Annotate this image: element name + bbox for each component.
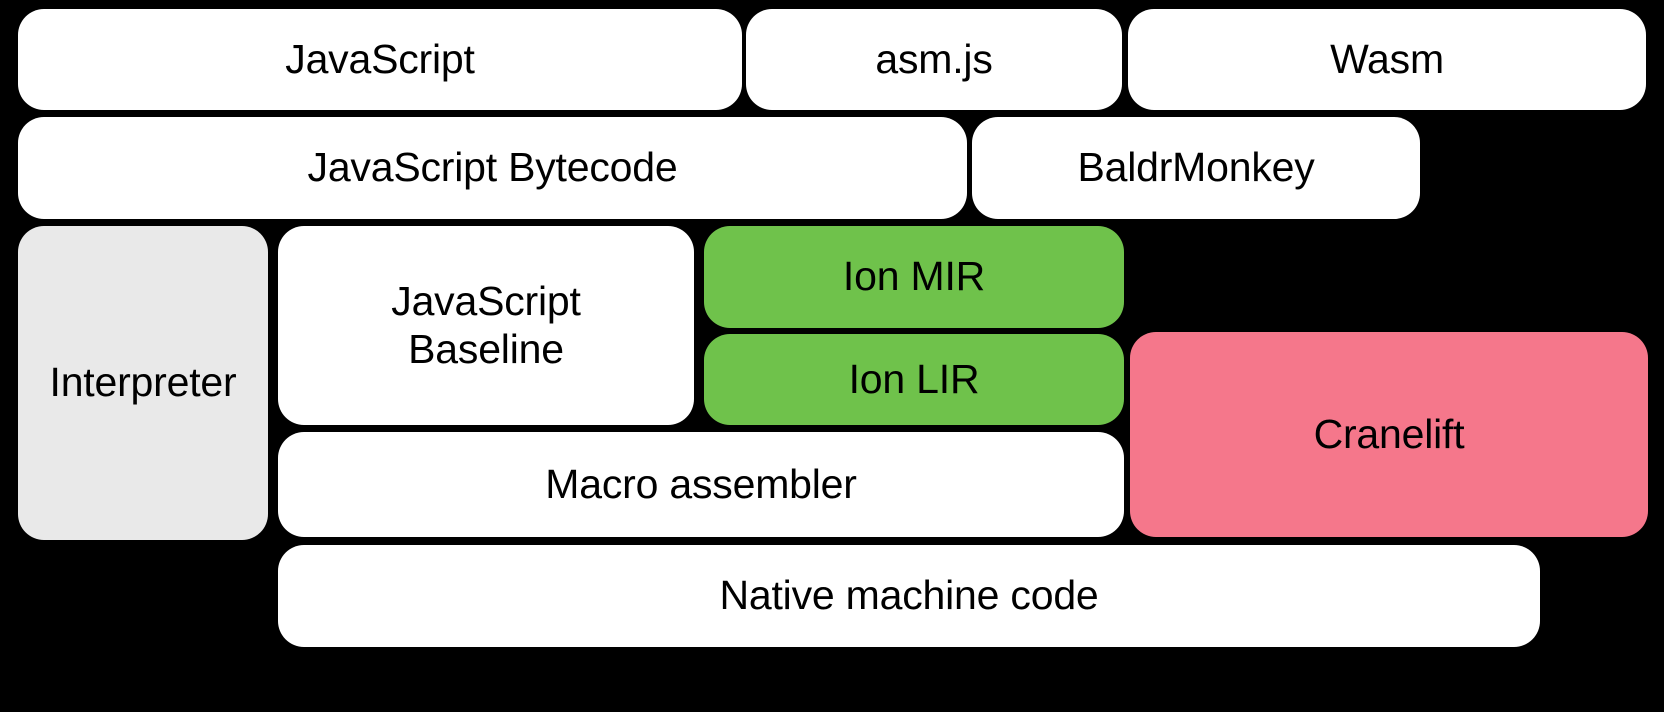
node-label: Wasm [1330,35,1444,82]
node-javascript-baseline[interactable]: JavaScript Baseline [278,226,694,425]
node-label: Native machine code [719,572,1099,619]
node-label: BaldrMonkey [1077,144,1315,191]
node-asmjs[interactable]: asm.js [746,9,1122,110]
node-label: Ion MIR [842,253,986,300]
node-label: JavaScript Baseline [391,277,581,372]
node-label: asm.js [875,35,993,82]
node-ion-mir[interactable]: Ion MIR [704,226,1124,328]
node-interpreter[interactable]: Interpreter [18,226,268,540]
node-cranelift[interactable]: Cranelift [1130,332,1648,537]
node-javascript-bytecode[interactable]: JavaScript Bytecode [18,117,967,219]
node-label: JavaScript [285,35,475,82]
node-wasm[interactable]: Wasm [1128,9,1646,110]
node-label: Macro assembler [545,460,857,507]
node-macro-assembler[interactable]: Macro assembler [278,432,1124,537]
node-native-machine-code[interactable]: Native machine code [278,545,1540,647]
node-javascript[interactable]: JavaScript [18,9,742,110]
node-label: Ion LIR [848,355,980,402]
node-ion-lir[interactable]: Ion LIR [704,334,1124,425]
node-label: JavaScript Bytecode [307,144,678,191]
node-baldrmonkey[interactable]: BaldrMonkey [972,117,1420,219]
node-label: Interpreter [49,359,237,406]
node-label: Cranelift [1313,410,1465,457]
